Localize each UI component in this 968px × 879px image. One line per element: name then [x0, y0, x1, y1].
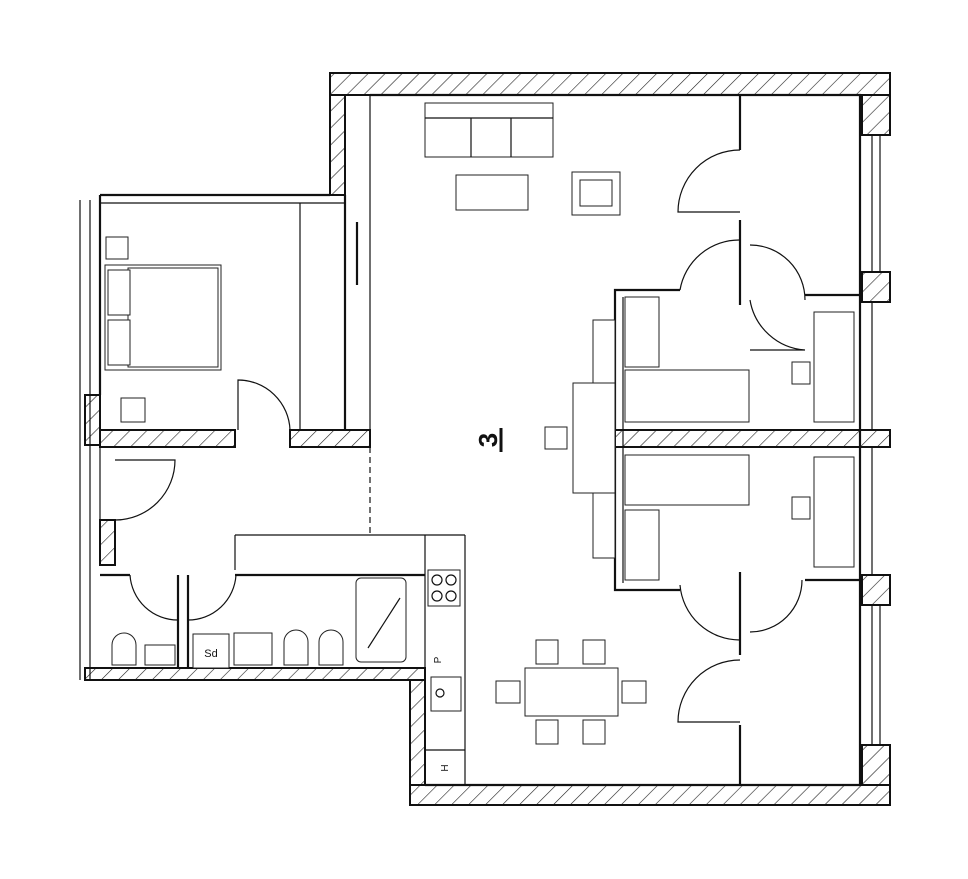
left-wall-piece: [84, 394, 101, 446]
coffee-table: [455, 174, 529, 211]
kitchen: P H: [425, 569, 465, 772]
upper-left-wall: [329, 94, 346, 196]
left-wall-piece-2: [99, 519, 116, 566]
bathroom-bottom-wall: [84, 667, 426, 681]
hob: [427, 569, 461, 607]
right-wall-3: [861, 574, 891, 606]
living-furniture: [355, 102, 621, 559]
right-wall-1: [861, 94, 891, 136]
master-bedroom-furniture: [104, 236, 222, 423]
bedroom-wall-left: [99, 429, 236, 448]
shower-tray: [192, 633, 230, 669]
room-label: 3: [473, 428, 503, 452]
sink: [430, 676, 462, 712]
bathroom-fixtures: Sd: [111, 577, 407, 669]
bathtub: [355, 577, 407, 663]
doors: [114, 149, 806, 723]
right-wall-4: [861, 744, 891, 786]
stool: [544, 426, 568, 450]
bottom-wall: [409, 784, 891, 806]
top-wall: [329, 72, 891, 96]
dining-set: [495, 639, 647, 745]
bedroom-furniture: [624, 296, 855, 581]
kitchen-label-p: P: [433, 656, 444, 663]
room-number: 3: [473, 433, 503, 447]
sofa: [424, 102, 554, 158]
right-wall-2: [861, 271, 891, 303]
dining-table: [524, 667, 619, 717]
bedroom-wall-right: [289, 429, 371, 448]
shower-label: Sd: [204, 648, 217, 660]
kitchen-label-h: H: [440, 764, 451, 771]
bedroom-divider-wall: [614, 429, 891, 448]
kitchen-wall: [409, 679, 426, 786]
